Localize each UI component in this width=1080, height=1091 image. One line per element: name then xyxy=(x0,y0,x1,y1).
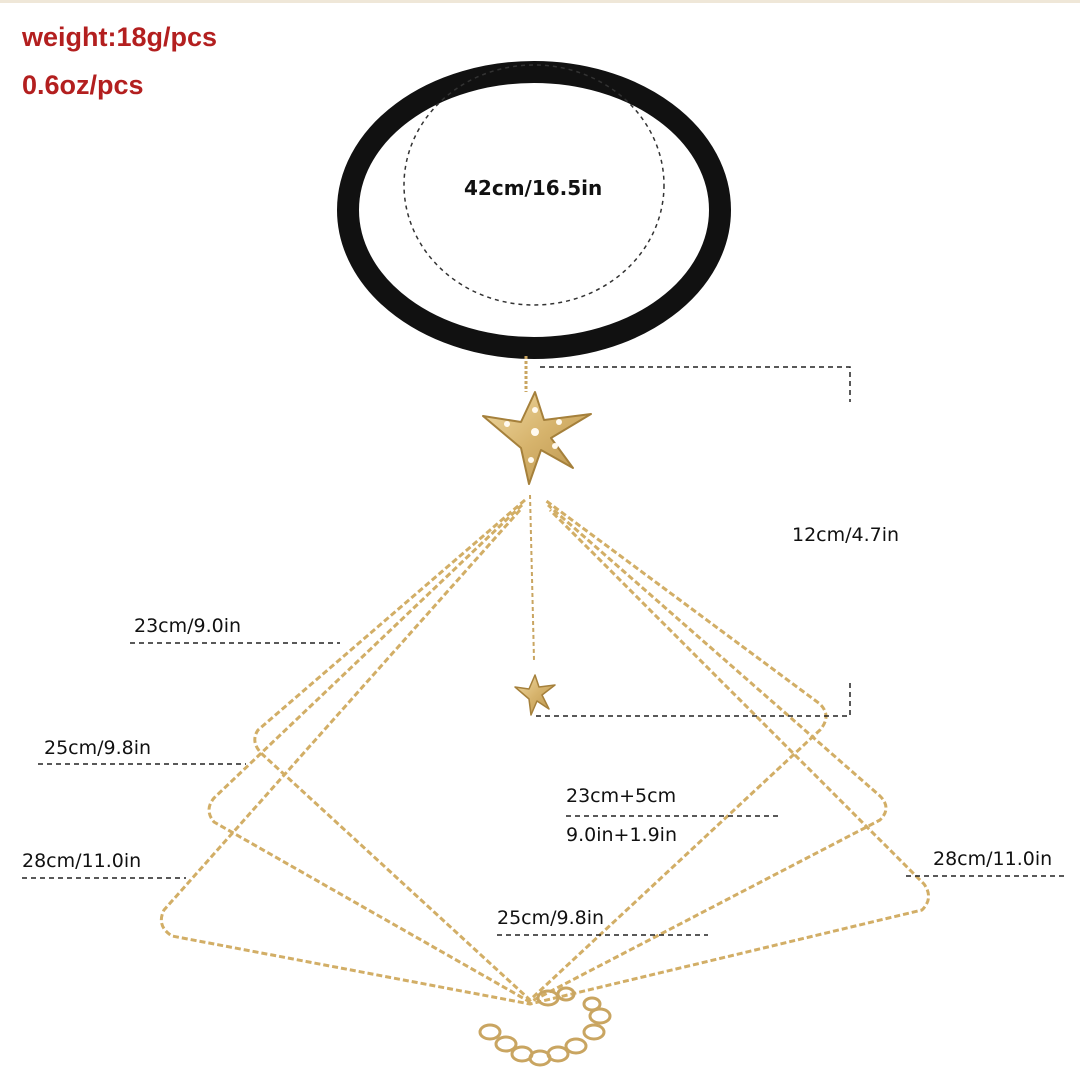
extender-chain xyxy=(478,996,612,1067)
extension-label-cm: 23cm+5cm xyxy=(566,785,677,807)
neck-size-label: 42cm/16.5in xyxy=(464,176,603,200)
chain-loop-inner xyxy=(253,498,828,1002)
weight-oz-label: 0.6oz/pcs xyxy=(22,70,144,100)
chain-bottom-label: 25cm/9.8in xyxy=(497,907,605,929)
drop-guide-bottom xyxy=(536,682,851,717)
clasp xyxy=(536,986,576,1007)
chain-left-3-label: 28cm/11.0in xyxy=(22,850,142,872)
drop-guide-top xyxy=(540,366,851,402)
extension-label-in: 9.0in+1.9in xyxy=(566,824,677,846)
chain-left-1-label: 23cm/9.0in xyxy=(134,615,242,637)
small-starfish xyxy=(514,674,556,716)
chain-left-2-label: 25cm/9.8in xyxy=(44,737,152,759)
choker-ring xyxy=(337,61,731,359)
chain-loop-outer xyxy=(159,508,930,1006)
chain-loop-middle xyxy=(207,503,888,1004)
starfish-pendant xyxy=(482,391,592,485)
chain-right-label: 28cm/11.0in xyxy=(933,848,1053,870)
top-border xyxy=(0,0,1080,3)
neck-dashed-circle xyxy=(403,64,665,306)
weight-label: weight:18g/pcs xyxy=(22,22,218,52)
drop-length-label: 12cm/4.7in xyxy=(792,524,900,546)
center-drop-chain xyxy=(529,494,535,661)
